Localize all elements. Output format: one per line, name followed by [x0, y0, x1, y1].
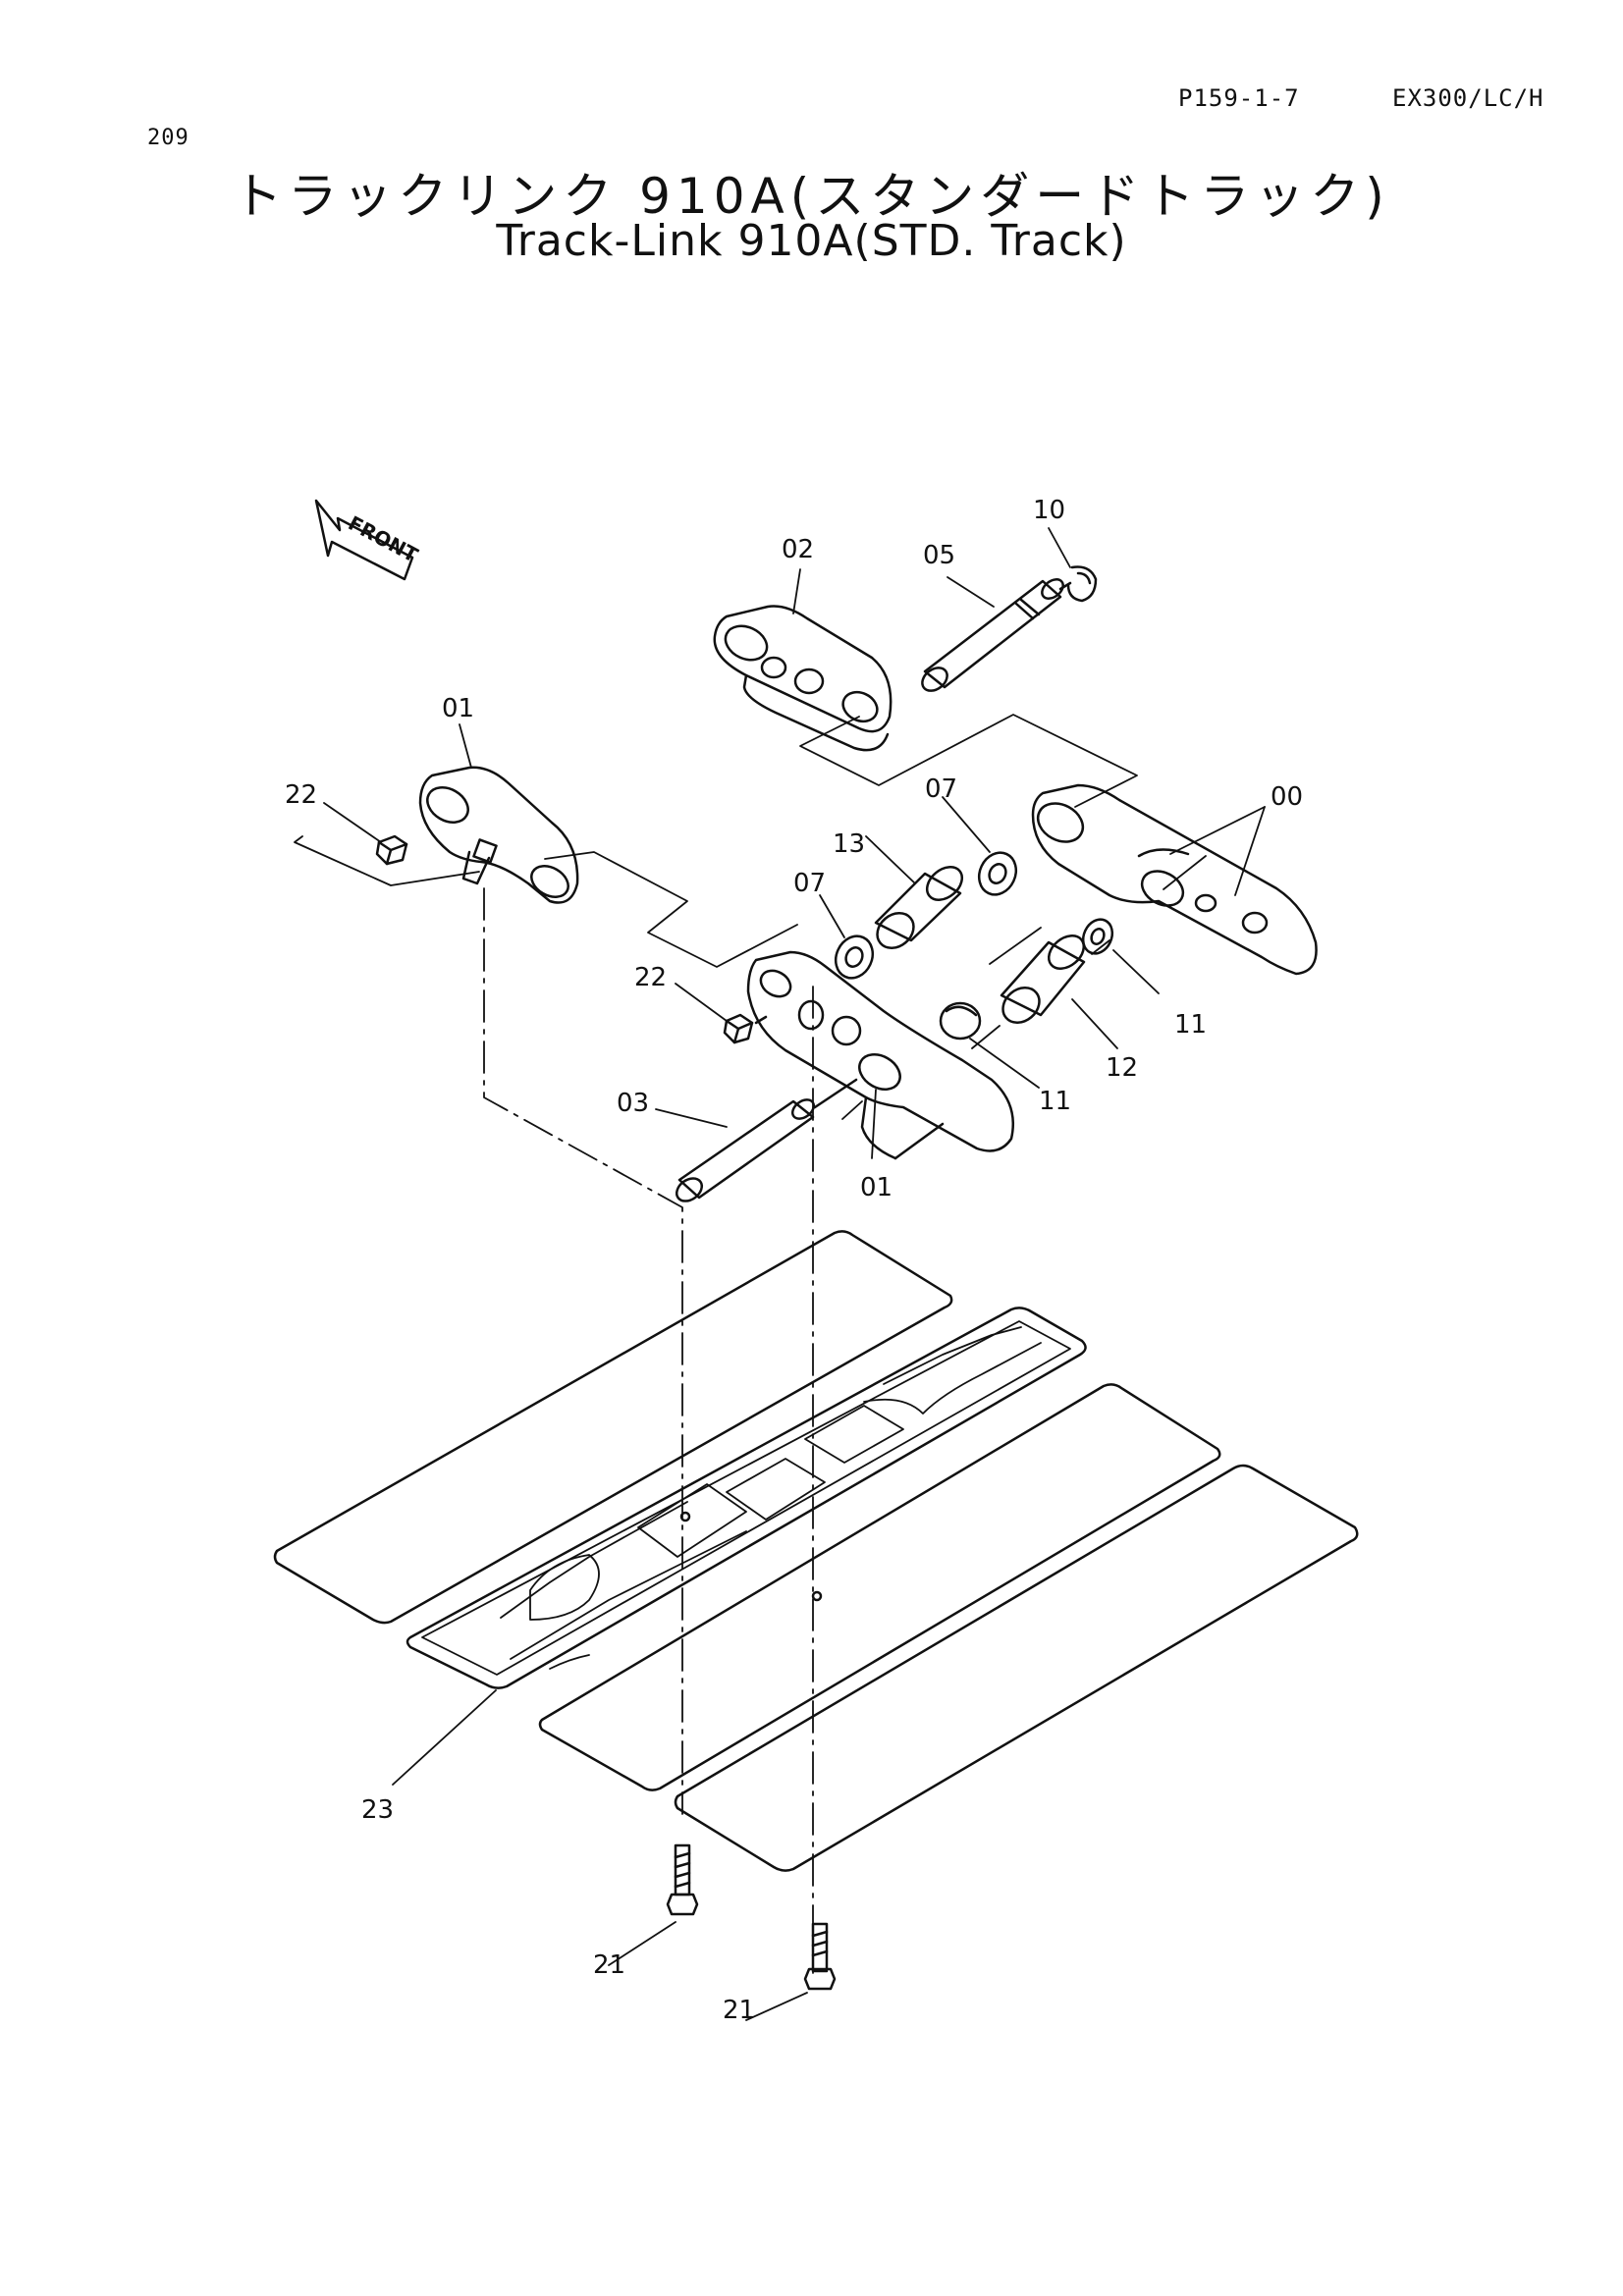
callout-11-left: 11 — [1039, 1087, 1071, 1116]
link-part-02 — [713, 605, 893, 752]
leader-lines — [294, 714, 1207, 1974]
track-shoe-main — [406, 1307, 1087, 1689]
title-japanese: トラックリンク 910A(スタンダードトラック) — [233, 168, 1390, 225]
nut-part-22-lower — [723, 1013, 768, 1044]
link-part-00 — [1031, 783, 1318, 976]
callout-03: 03 — [617, 1089, 649, 1118]
callout-01-lower: 01 — [860, 1173, 893, 1202]
pin-part-03 — [675, 1078, 858, 1202]
callout-11-right: 11 — [1174, 1010, 1207, 1040]
bolt-part-21-left — [666, 1843, 699, 1916]
front-arrow-icon: FRONT — [314, 499, 422, 581]
callout-labels: 10 02 05 01 22 07 00 13 07 22 11 12 11 0… — [285, 496, 1303, 2025]
seal-part-07-right — [977, 851, 1018, 896]
callout-22-lower: 22 — [634, 963, 667, 992]
callout-12: 12 — [1106, 1053, 1138, 1083]
title-english: Track-Link 910A(STD. Track) — [496, 216, 1127, 266]
link-part-01-upper — [418, 766, 579, 904]
callout-22-left: 22 — [285, 780, 317, 810]
track-shoe-rear — [273, 1230, 953, 1625]
callout-07-left: 07 — [793, 869, 826, 898]
seal-part-11-left — [939, 1001, 982, 1041]
model-code: EX300/LC/H — [1392, 84, 1544, 112]
front-arrow-label: FRONT — [345, 511, 422, 567]
reference-code: P159-1-7 — [1178, 84, 1300, 112]
circlip-part-10 — [1066, 565, 1098, 603]
bolt-part-21-right — [803, 1922, 837, 1991]
nut-part-22-left — [375, 834, 408, 866]
callout-21-right: 21 — [723, 1996, 755, 2025]
seal-part-11-right — [1081, 918, 1114, 955]
callout-07-right: 07 — [925, 774, 957, 804]
callout-leaders — [323, 527, 1266, 2021]
pin-part-05 — [921, 578, 1072, 692]
callout-02: 02 — [782, 535, 814, 564]
callout-10: 10 — [1033, 496, 1065, 525]
page-number: 209 — [147, 126, 189, 150]
callout-00: 00 — [1271, 782, 1303, 812]
seal-part-07-left — [834, 934, 875, 980]
callout-05: 05 — [923, 541, 955, 570]
bushing-part-13 — [874, 866, 964, 950]
track-shoe-front — [674, 1464, 1359, 1872]
callout-23: 23 — [361, 1795, 394, 1825]
callout-13: 13 — [833, 829, 865, 859]
callout-21-left: 21 — [593, 1950, 625, 1980]
callout-01-upper: 01 — [442, 694, 474, 723]
bushing-part-12 — [1000, 934, 1086, 1025]
track-shoe-middle — [538, 1383, 1221, 1791]
link-part-01-lower — [746, 950, 1015, 1160]
